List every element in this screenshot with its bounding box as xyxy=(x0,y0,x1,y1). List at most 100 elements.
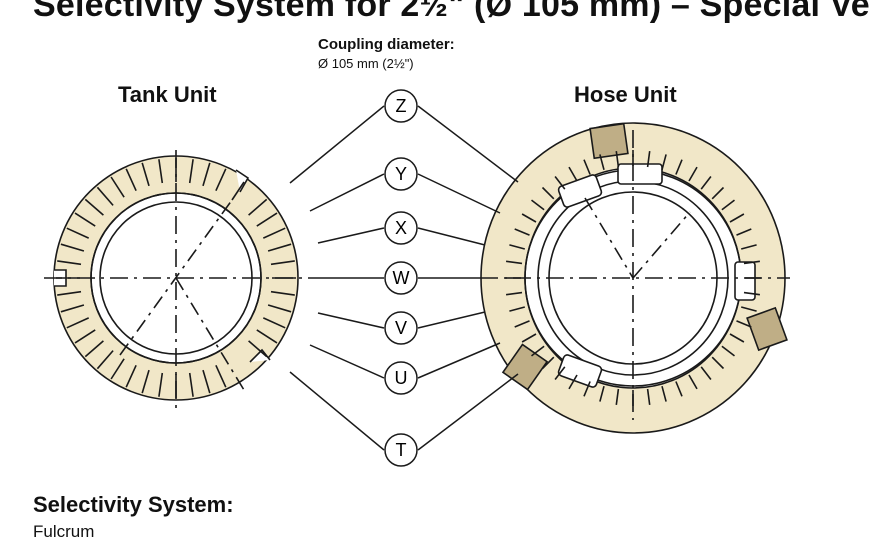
svg-text:T: T xyxy=(396,440,407,460)
hose-unit-title: Hose Unit xyxy=(574,82,677,107)
position-marker-u: U xyxy=(384,361,418,395)
tick-mark xyxy=(262,317,286,329)
tick-mark xyxy=(188,159,194,184)
tick-mark xyxy=(615,388,620,406)
hose-unit-drawing xyxy=(480,122,790,434)
tick-mark xyxy=(509,244,526,250)
tick-mark xyxy=(270,290,295,296)
tick-mark xyxy=(158,159,164,184)
tick-mark xyxy=(729,333,745,343)
tick-mark xyxy=(721,345,735,357)
tick-mark xyxy=(202,162,211,187)
tick-mark xyxy=(700,366,712,380)
position-marker-w: W xyxy=(384,261,418,295)
svg-text:Z: Z xyxy=(396,96,407,116)
tick-mark xyxy=(110,176,125,198)
svg-text:V: V xyxy=(395,318,407,338)
tick-mark xyxy=(505,291,523,296)
tick-mark xyxy=(675,159,683,175)
tick-mark xyxy=(215,364,227,388)
tick-mark xyxy=(74,212,96,227)
tick-mark xyxy=(60,304,85,313)
selectivity-diagram: Z Y X W V U T xyxy=(44,89,790,467)
tank-unit-title: Tank Unit xyxy=(118,82,217,107)
tick-mark xyxy=(188,372,194,397)
tick-mark xyxy=(125,168,137,192)
tick-mark xyxy=(141,369,150,394)
tick-mark xyxy=(256,329,278,344)
hose-unit-ticks xyxy=(505,150,761,406)
svg-text:W: W xyxy=(393,268,410,288)
svg-text:U: U xyxy=(395,368,408,388)
svg-text:Y: Y xyxy=(395,164,407,184)
position-marker-t: T xyxy=(384,433,418,467)
tick-mark xyxy=(688,166,698,182)
position-marker-z: Z xyxy=(384,89,418,123)
tick-mark xyxy=(96,350,114,370)
tick-mark xyxy=(158,372,164,397)
position-marker-y: Y xyxy=(384,157,418,191)
tick-mark xyxy=(66,317,90,329)
tick-mark xyxy=(248,340,268,358)
tick-mark xyxy=(57,260,82,266)
tick-mark xyxy=(125,364,137,388)
tick-mark xyxy=(743,291,761,296)
tick-mark xyxy=(509,306,526,312)
selectivity-system-label: Selectivity System: xyxy=(33,492,234,517)
selectivity-system-value: Fulcrum xyxy=(33,522,95,541)
tick-mark xyxy=(736,320,752,328)
tick-mark xyxy=(96,186,114,206)
tick-mark xyxy=(740,306,757,312)
tick-mark xyxy=(700,176,712,190)
position-marker-v: V xyxy=(384,311,418,345)
tick-mark xyxy=(514,320,530,328)
tick-mark xyxy=(599,154,605,171)
tick-mark xyxy=(531,199,545,211)
tick-mark xyxy=(521,213,537,223)
tick-mark xyxy=(711,356,725,370)
tick-mark xyxy=(267,243,292,252)
tick-mark xyxy=(554,366,566,380)
tick-mark xyxy=(729,213,745,223)
tick-mark xyxy=(568,374,578,390)
tick-mark xyxy=(599,385,605,402)
tick-mark xyxy=(541,186,555,200)
tick-mark xyxy=(661,385,667,402)
tick-mark xyxy=(215,168,227,192)
tick-mark xyxy=(521,333,537,343)
tick-mark xyxy=(740,244,757,250)
tick-mark xyxy=(743,260,761,265)
svg-text:X: X xyxy=(395,218,407,238)
position-markers: Z Y X W V U T xyxy=(384,89,418,467)
tick-mark xyxy=(568,166,578,182)
tick-mark xyxy=(541,356,555,370)
tick-mark xyxy=(267,304,292,313)
tick-mark xyxy=(270,260,295,266)
tick-mark xyxy=(256,212,278,227)
tick-mark xyxy=(583,159,591,175)
tick-mark xyxy=(615,150,620,168)
tick-mark xyxy=(505,260,523,265)
tick-mark xyxy=(736,228,752,236)
tick-mark xyxy=(531,345,545,357)
coupling-diameter-label: Coupling diameter: xyxy=(318,36,455,53)
tick-mark xyxy=(554,176,566,190)
tick-mark xyxy=(66,227,90,239)
tick-mark xyxy=(262,227,286,239)
tick-mark xyxy=(110,358,125,380)
tick-mark xyxy=(84,198,104,216)
tick-mark xyxy=(721,199,735,211)
tick-mark xyxy=(74,329,96,344)
tick-mark xyxy=(646,150,651,168)
tick-mark xyxy=(57,290,82,296)
tick-mark xyxy=(675,381,683,397)
tick-mark xyxy=(646,388,651,406)
coupling-diameter-value: Ø 105 mm (2½") xyxy=(318,56,414,71)
tick-mark xyxy=(84,340,104,358)
tick-mark xyxy=(141,162,150,187)
tick-mark xyxy=(583,381,591,397)
tick-mark xyxy=(514,228,530,236)
page-title: Selectivity System for 2½" (Ø 105 mm) – … xyxy=(33,0,870,24)
position-marker-x: X xyxy=(384,211,418,245)
tick-mark xyxy=(60,243,85,252)
